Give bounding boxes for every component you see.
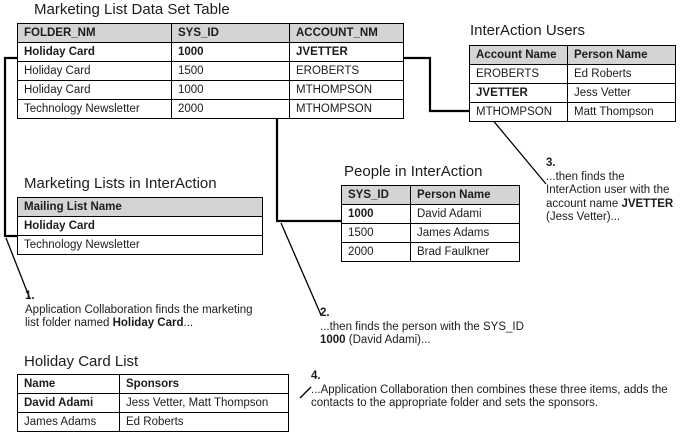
step-2-bold-term: 1000 <box>320 334 346 346</box>
cell-person-name: Jess Vetter <box>567 83 676 103</box>
table-header-row: Name Sponsors <box>17 374 289 394</box>
column-header-account-name: Account Name <box>469 45 568 65</box>
title-people-in-interaction: People in InterAction <box>344 163 483 180</box>
interaction-users-table: Account Name Person Name EROBERTS Ed Rob… <box>469 45 676 122</box>
step-3-number: 3. <box>546 157 556 169</box>
cell-person-name: Matt Thompson <box>567 102 676 122</box>
table-row: James Adams Ed Roberts <box>17 412 289 432</box>
title-marketing-lists-in-interaction: Marketing Lists in InterAction <box>24 175 217 192</box>
title-marketing-list-data-set-table: Marketing List Data Set Table <box>34 1 230 18</box>
step-1-number: 1. <box>25 290 35 302</box>
column-header-sys-id: SYS_ID <box>171 23 290 43</box>
table-header-row: Mailing List Name <box>17 197 263 217</box>
cell-sys-id: 1500 <box>171 61 290 81</box>
step-2-line-1: ...then finds the person with the SYS_ID <box>320 320 524 333</box>
cell-folder-nm: Technology Newsletter <box>17 99 172 119</box>
cell-account-name: MTHOMPSON <box>469 102 568 122</box>
cell-name: James Adams <box>17 412 120 432</box>
step-1-annotation: 1. Application Collaboration finds the m… <box>25 290 285 331</box>
step-3-line-2: InterAction user with the <box>546 184 670 196</box>
table-header-row: SYS_ID Person Name <box>341 185 520 205</box>
column-header-name: Name <box>17 374 120 394</box>
title-interaction-users: InterAction Users <box>470 22 586 39</box>
step-2-annotation: 2. ...then finds the person with the SYS… <box>320 307 550 348</box>
leader-step-2 <box>280 222 322 316</box>
people-in-interaction-table: SYS_ID Person Name 1000 David Adami 1500… <box>341 185 520 262</box>
table-row: Holiday Card 1000 JVETTER <box>17 42 404 62</box>
cell-sponsors: Ed Roberts <box>119 412 289 432</box>
cell-person-name: David Adami <box>410 204 520 224</box>
cell-folder-nm: Holiday Card <box>17 42 172 62</box>
step-1-line-1: Application Collaboration finds the mark… <box>25 303 253 316</box>
cell-mailing-list-name: Holiday Card <box>17 216 263 236</box>
table-header-row: Account Name Person Name <box>469 45 676 65</box>
step-3-line-4: (Jess Vetter)... <box>546 211 621 223</box>
table-row: David Adami Jess Vetter, Matt Thompson <box>17 393 289 413</box>
cell-account-nm: MTHOMPSON <box>289 80 404 100</box>
table-row: 1000 David Adami <box>341 204 520 224</box>
title-holiday-card-list: Holiday Card List <box>24 353 139 370</box>
cell-account-name: EROBERTS <box>469 64 568 84</box>
cell-account-nm: EROBERTS <box>289 61 404 81</box>
column-header-folder-nm: FOLDER_NM <box>17 23 172 43</box>
step-3-line-3a: account name <box>546 197 622 210</box>
column-header-sys-id: SYS_ID <box>341 185 411 205</box>
step-1-line-2c: ... <box>183 317 194 329</box>
step-4-annotation: 4. ...Application Collaboration then com… <box>311 370 689 411</box>
table-row: Holiday Card 1000 MTHOMPSON <box>17 80 404 100</box>
cell-sys-id: 1000 <box>171 80 290 100</box>
table-row: JVETTER Jess Vetter <box>469 83 676 103</box>
marketing-list-data-set-table: FOLDER_NM SYS_ID ACCOUNT_NM Holiday Card… <box>17 23 404 119</box>
step-3-line-1: ...then finds the <box>546 170 625 183</box>
marketing-lists-table: Mailing List Name Holiday Card Technolog… <box>17 197 263 255</box>
table-row: MTHOMPSON Matt Thompson <box>469 102 676 122</box>
table-row: Holiday Card <box>17 216 263 236</box>
step-4-line-1: ...Application Collaboration then combin… <box>311 383 668 396</box>
leader-step-4 <box>299 386 312 399</box>
cell-sys-id: 2000 <box>171 99 290 119</box>
table-row: 2000 Brad Faulkner <box>341 242 520 262</box>
cell-person-name: Brad Faulkner <box>410 242 520 262</box>
column-header-person-name: Person Name <box>567 45 676 65</box>
table-row: Holiday Card 1500 EROBERTS <box>17 61 404 81</box>
holiday-card-list-table: Name Sponsors David Adami Jess Vetter, M… <box>17 374 289 432</box>
column-header-mailing-list-name: Mailing List Name <box>17 197 263 217</box>
cell-person-name: Ed Roberts <box>567 64 676 84</box>
cell-person-name: James Adams <box>410 223 520 243</box>
table-row: EROBERTS Ed Roberts <box>469 64 676 84</box>
step-1-bold-term: Holiday Card <box>112 317 184 329</box>
cell-mailing-list-name: Technology Newsletter <box>17 235 263 255</box>
cell-folder-nm: Holiday Card <box>17 61 172 81</box>
cell-sys-id: 1500 <box>341 223 411 243</box>
table-row: Technology Newsletter <box>17 235 263 255</box>
cell-account-nm: MTHOMPSON <box>289 99 404 119</box>
table-row: 1500 James Adams <box>341 223 520 243</box>
connector-folder-to-list <box>3 56 17 238</box>
step-2-line-2b: (David Adami)... <box>345 334 431 346</box>
step-3-bold-term: JVETTER <box>621 197 674 210</box>
column-header-person-name: Person Name <box>410 185 520 205</box>
column-header-sponsors: Sponsors <box>119 374 289 394</box>
step-3-annotation: 3. ...then finds the InterAction user wi… <box>546 157 688 225</box>
step-2-number: 2. <box>320 307 330 319</box>
cell-sys-id: 1000 <box>171 42 290 62</box>
table-row: Technology Newsletter 2000 MTHOMPSON <box>17 99 404 119</box>
cell-sys-id: 1000 <box>341 204 411 224</box>
step-4-number: 4. <box>311 370 321 382</box>
step-4-line-2: contacts to the appropriate folder and s… <box>311 397 599 409</box>
cell-folder-nm: Holiday Card <box>17 80 172 100</box>
cell-sys-id: 2000 <box>341 242 411 262</box>
table-header-row: FOLDER_NM SYS_ID ACCOUNT_NM <box>17 23 404 43</box>
cell-account-name: JVETTER <box>469 83 568 103</box>
column-header-account-nm: ACCOUNT_NM <box>289 23 404 43</box>
cell-name: David Adami <box>17 393 120 413</box>
cell-sponsors: Jess Vetter, Matt Thompson <box>119 393 289 413</box>
step-1-line-2a: list folder named <box>25 317 113 329</box>
cell-account-nm: JVETTER <box>289 42 404 62</box>
leader-step-3 <box>485 111 547 185</box>
